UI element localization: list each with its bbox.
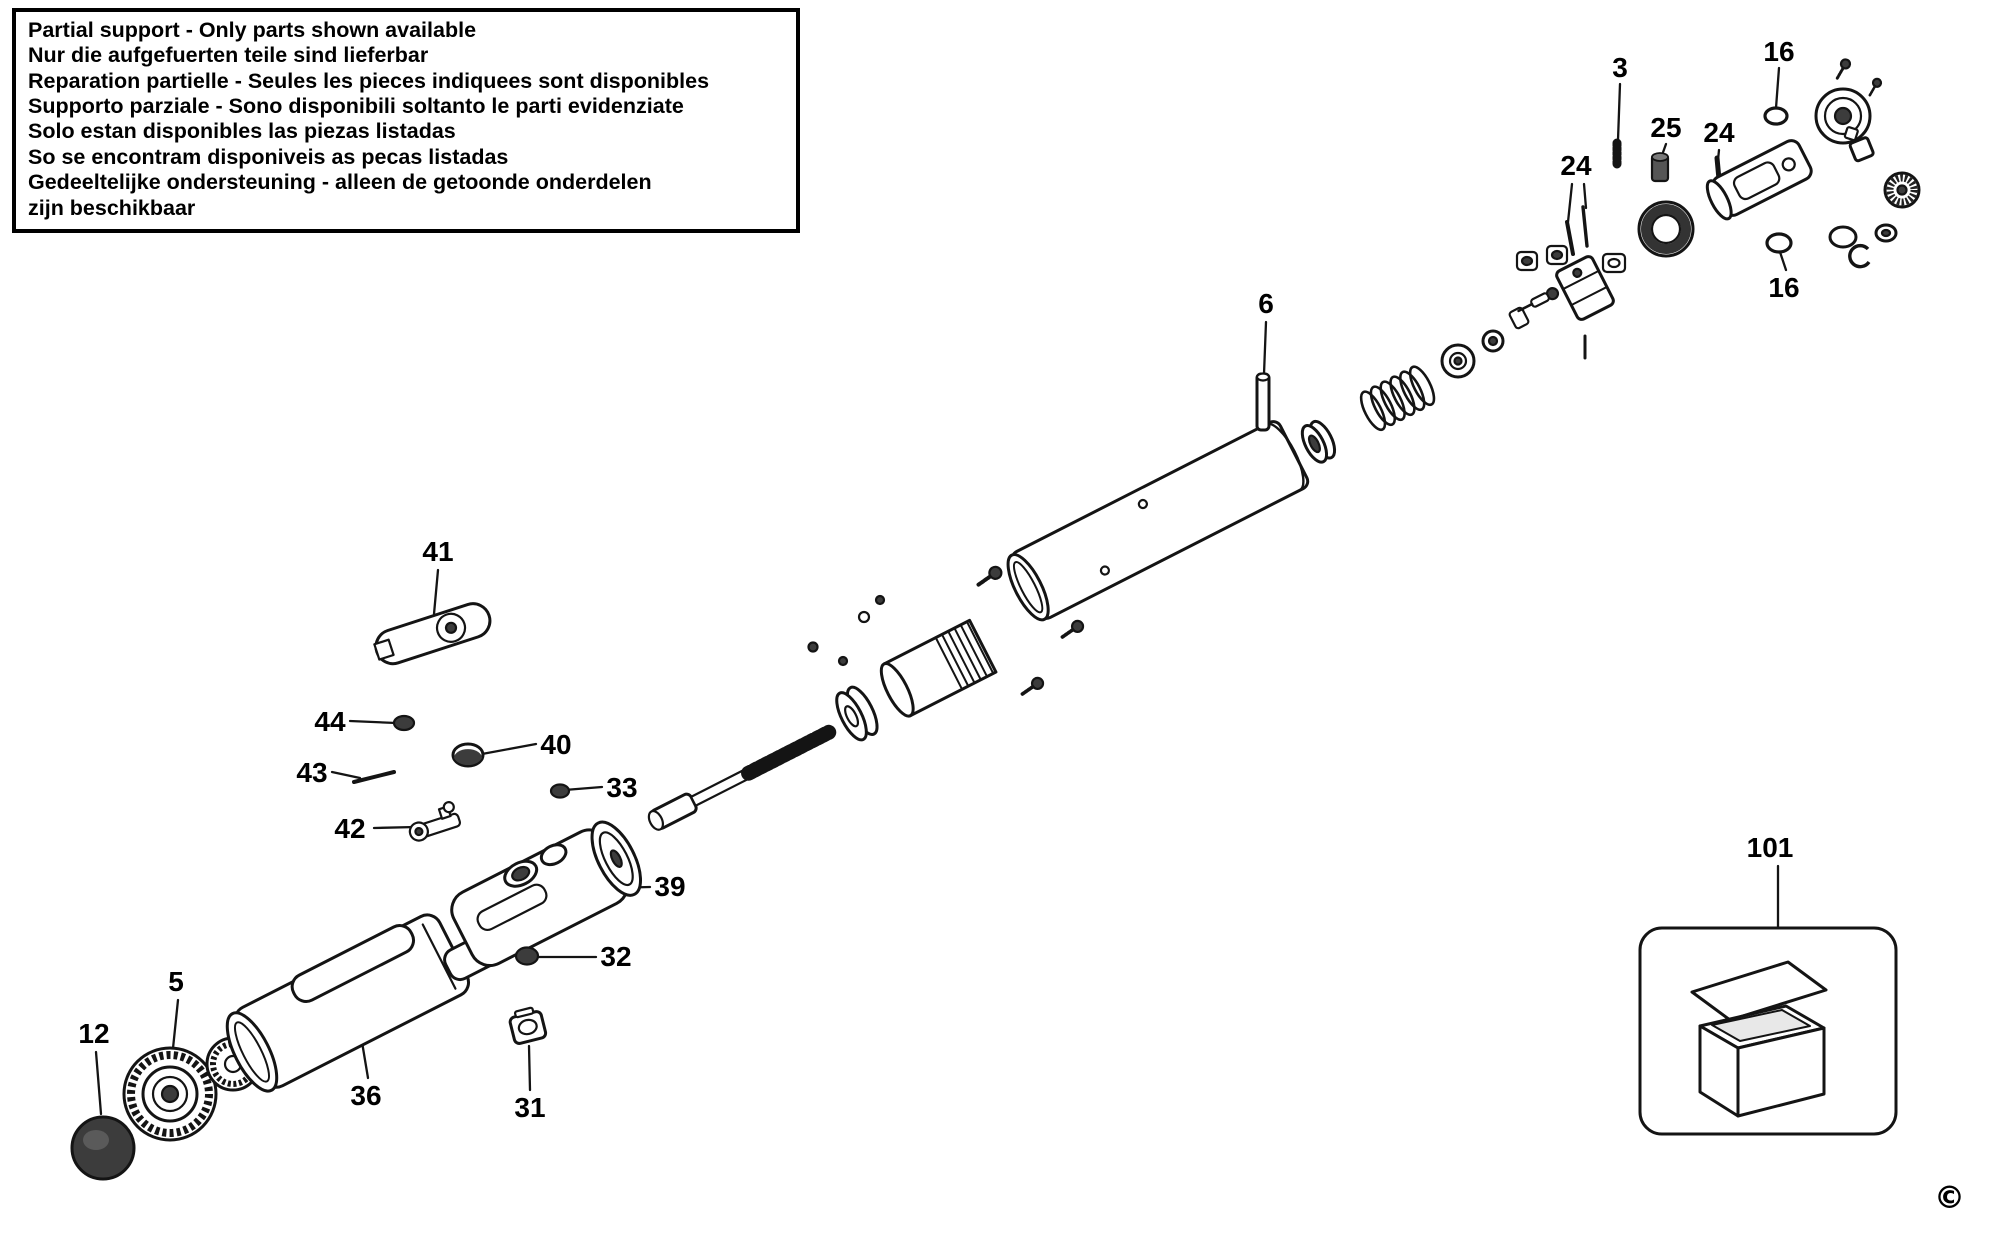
box-lid	[1690, 960, 1828, 1022]
part-5-drive-gear	[122, 1036, 261, 1142]
part-40-grommet	[451, 742, 485, 768]
middle-assembly	[647, 138, 1723, 831]
washer-disc	[1300, 419, 1337, 464]
ball-bearing-d	[874, 594, 886, 606]
part-44-seal	[392, 714, 416, 732]
rotor-cylinder	[879, 618, 998, 718]
part-24-pins-left	[1565, 205, 1589, 256]
part-42-valve-assembly	[408, 801, 462, 842]
part-43-pin	[352, 770, 396, 784]
notice-line-it: Supporto parziale - Sono disponibili sol…	[28, 94, 684, 119]
bushing	[1508, 306, 1530, 330]
lower-assembly	[70, 602, 643, 1181]
part-16-oring-top	[1763, 106, 1789, 126]
screw-a	[975, 565, 1003, 588]
washer-b	[1874, 223, 1898, 243]
disc-a	[1440, 343, 1476, 379]
notice-line-nl-1: Gedeeltelijke ondersteuning - alleen de …	[28, 170, 652, 195]
part-25-roll-pin	[1650, 152, 1670, 183]
copyright-mark: ©	[1934, 1180, 1965, 1216]
part-41-throttle-lever	[373, 602, 492, 666]
bearing-plate	[835, 685, 879, 742]
screw-d	[1835, 58, 1852, 81]
part-33-o-ring	[549, 783, 571, 799]
part-32-button	[514, 946, 540, 966]
screw-c	[1020, 676, 1045, 697]
part-36-housing-sleeve	[225, 913, 471, 1093]
part-101-kit-box	[1638, 926, 1898, 1136]
notice-line-es: Solo estan disponibles las piezas listad…	[28, 119, 456, 144]
c-clip	[1848, 243, 1871, 269]
main-tube	[1006, 420, 1310, 622]
screw-b	[1060, 619, 1085, 640]
collar-ring	[1637, 200, 1695, 258]
notice-line-en: Partial support - Only parts shown avail…	[28, 18, 477, 42]
notice-line-fr: Reparation partielle - Seules les pieces…	[28, 68, 710, 93]
part-16-oring-bottom	[1765, 232, 1793, 254]
adjust-knob	[1883, 171, 1921, 209]
valve-block	[1555, 255, 1615, 321]
cube-nut	[1843, 126, 1859, 142]
ball-bearing-b	[837, 655, 849, 667]
drive-shaft	[647, 724, 837, 831]
head-assembly	[1705, 58, 1921, 269]
disc-b	[1481, 329, 1505, 353]
ball-bearing-c	[857, 610, 871, 624]
part-6-cylinder-pin	[1255, 372, 1271, 432]
partial-support-notice: Partial support - Only parts shown avail…	[12, 8, 800, 233]
screw-e	[1868, 77, 1883, 98]
ratchet-head	[1814, 87, 1875, 163]
pilot-valve-stem	[1517, 287, 1560, 313]
notice-line-de: Nur die aufgefuerten teile sind lieferba…	[28, 43, 429, 68]
box-right-face	[1736, 1026, 1826, 1118]
box-inner	[1711, 1009, 1811, 1042]
nut-b	[1545, 244, 1569, 266]
part-31-square-nut	[508, 1006, 548, 1045]
nut-a	[1515, 250, 1539, 272]
part-39-motor-housing	[443, 820, 643, 982]
spring-coil	[1359, 365, 1436, 432]
notice-line-pt: So se encontram disponiveis as pecas lis…	[28, 144, 509, 169]
retaining-ring	[1828, 225, 1858, 249]
notice-line-nl-2: zijn beschikbaar	[28, 195, 196, 220]
ratchet-yoke	[1705, 139, 1813, 221]
nut-c	[1601, 252, 1627, 274]
ball-bearing-a	[807, 641, 819, 653]
part-12-end-cap	[70, 1115, 136, 1181]
